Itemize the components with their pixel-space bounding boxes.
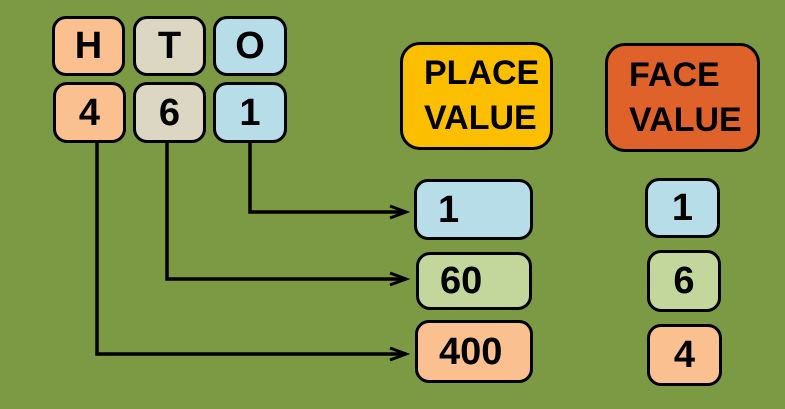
arrow-ones-to-place-value — [248, 141, 406, 212]
place-value-hundreds-box: 400 — [415, 320, 533, 383]
face-value-header: FACE VALUE — [605, 43, 760, 152]
digit-hundreds: 4 — [53, 82, 126, 143]
face-value-hundreds-box: 4 — [647, 324, 722, 386]
place-value-tens-box: 60 — [416, 252, 532, 310]
face-value-header-line1: FACE — [629, 55, 720, 94]
face-value-header-line2: VALUE — [629, 100, 742, 139]
arrow-hundreds-to-place-value — [95, 141, 406, 354]
column-letter-tens: T — [133, 16, 206, 76]
arrow-tens-to-place-value — [165, 141, 406, 279]
column-letter-hundreds: H — [52, 16, 125, 76]
place-value-header-line1: PLACE — [424, 54, 540, 92]
face-value-tens-box: 6 — [647, 250, 721, 312]
digit-tens: 6 — [133, 82, 206, 143]
place-value-header-line2: VALUE — [424, 99, 537, 137]
face-value-ones-box: 1 — [645, 178, 720, 238]
column-letter-ones: O — [213, 16, 287, 76]
place-value-header: PLACE VALUE — [400, 42, 553, 150]
place-value-ones-box: 1 — [414, 179, 533, 240]
digit-ones: 1 — [213, 82, 287, 143]
